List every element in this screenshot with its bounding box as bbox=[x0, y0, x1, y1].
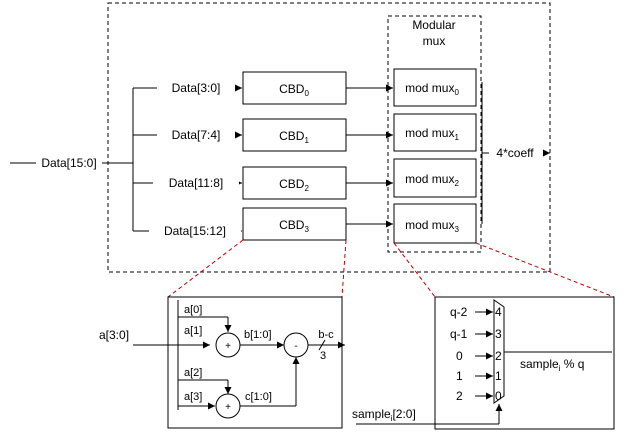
adder-c-symbol: + bbox=[225, 402, 231, 413]
mux-select-label: samplei[2:0] bbox=[352, 407, 416, 423]
input-label: Data[15:0] bbox=[41, 156, 96, 170]
mux-input-index-2: 2 bbox=[495, 349, 502, 363]
modular-mux-title-line1: Modular bbox=[412, 18, 455, 32]
cbd-detail-input-label: a[3:0] bbox=[99, 328, 129, 342]
a2-label: a[2] bbox=[184, 367, 202, 379]
mod-mux-label-1: mod mux1 bbox=[405, 126, 459, 142]
zoom-guide-cbd-left bbox=[167, 239, 244, 298]
mod-mux-label-3: mod mux3 bbox=[405, 218, 459, 234]
mux-detail-box bbox=[434, 296, 615, 430]
branch-label-2: Data[11:8] bbox=[169, 176, 223, 190]
cbd-block-3 bbox=[242, 207, 347, 241]
a3-label: a[3] bbox=[184, 391, 202, 403]
mux-input-index-0: 0 bbox=[495, 389, 502, 403]
top-module-outline bbox=[107, 2, 551, 273]
cbd-block-1 bbox=[242, 118, 347, 152]
mux-input-index-1: 1 bbox=[495, 369, 502, 383]
mod-mux-block-3 bbox=[393, 203, 477, 244]
output-label: 4*coeff bbox=[496, 146, 534, 160]
branch-label-3: Data[15:12] bbox=[164, 224, 226, 238]
a1-label: a[1] bbox=[184, 325, 202, 337]
branch-label-1: Data[7:4] bbox=[172, 128, 221, 142]
out-width-label: 3 bbox=[320, 350, 326, 362]
out-label: b-c bbox=[318, 329, 334, 341]
mod-mux-block-1 bbox=[393, 113, 477, 152]
cbd-label-3: CBD3 bbox=[279, 218, 309, 234]
adder-b-symbol: + bbox=[225, 341, 231, 352]
cbd-block-0 bbox=[242, 71, 347, 105]
c-label: c[1:0] bbox=[245, 391, 272, 403]
mux-output-label: samplei % q bbox=[520, 357, 584, 373]
mod-mux-label-0: mod mux0 bbox=[405, 81, 459, 97]
out-width-slash bbox=[318, 339, 326, 351]
zoom-guide-mux-left bbox=[393, 242, 436, 298]
cbd-label-1: CBD1 bbox=[279, 129, 309, 145]
mux-input-index-3: 3 bbox=[495, 327, 502, 341]
cbd-block-2 bbox=[242, 166, 347, 200]
mux-input-value-2: 0 bbox=[456, 349, 463, 363]
mux-input-value-4: q-2 bbox=[450, 305, 468, 319]
cbd-label-0: CBD0 bbox=[279, 82, 309, 98]
mux-input-index-4: 4 bbox=[495, 305, 502, 319]
zoom-guide-cbd-right bbox=[341, 239, 347, 298]
subtractor-symbol: - bbox=[294, 341, 297, 352]
mux-input-value-0: 2 bbox=[456, 389, 463, 403]
b-label: b[1:0] bbox=[244, 329, 272, 341]
mux-input-value-1: 1 bbox=[456, 369, 463, 383]
mux-input-value-3: q-1 bbox=[450, 327, 468, 341]
mux-trapezoid bbox=[493, 299, 505, 404]
modular-mux-title-line2: mux bbox=[423, 34, 446, 48]
mod-mux-block-0 bbox=[393, 68, 477, 107]
cbd-label-2: CBD2 bbox=[279, 177, 309, 193]
a0-label: a[0] bbox=[184, 304, 202, 316]
branch-label-0: Data[3:0] bbox=[172, 81, 221, 95]
mod-mux-label-2: mod mux2 bbox=[405, 172, 459, 188]
zoom-guide-mux-right bbox=[475, 242, 615, 298]
mod-mux-block-2 bbox=[393, 158, 477, 198]
